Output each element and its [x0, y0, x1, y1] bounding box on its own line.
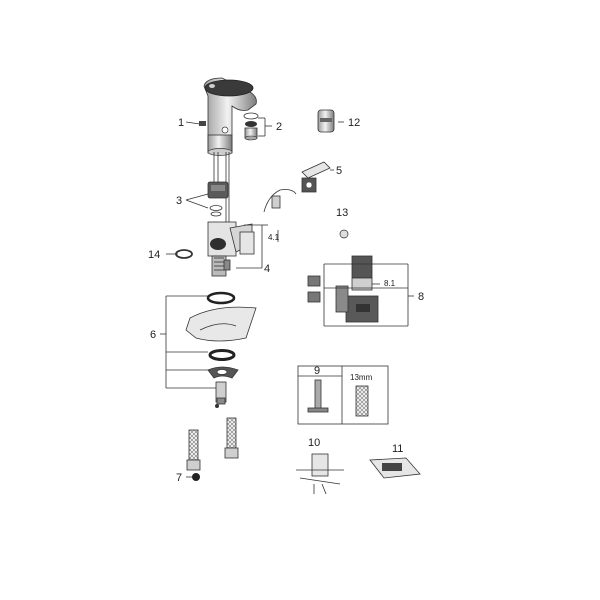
seal-ring — [175, 249, 193, 259]
aerator-key — [317, 109, 335, 133]
bypass-assembly — [239, 189, 297, 255]
callout-11: 11 — [392, 443, 403, 455]
tool-box-9 — [297, 365, 389, 425]
supply-hoses — [186, 404, 239, 481]
callout-12: 12 — [348, 117, 360, 129]
callout-13: 13 — [336, 207, 348, 219]
callout-9: 9 — [314, 365, 320, 377]
callout-4-1: 4.1 — [268, 233, 280, 242]
callout-lines — [160, 117, 344, 478]
connector-block — [207, 181, 229, 217]
mounting-base-parts — [185, 291, 257, 405]
sensor-cables — [213, 152, 230, 232]
callout-1: 1 — [178, 117, 184, 129]
callout-8: 8 — [418, 291, 424, 303]
callout-14: 14 — [148, 249, 160, 261]
callout-3: 3 — [176, 195, 182, 207]
callout-8-1: 8.1 — [384, 279, 396, 288]
callout-6: 6 — [150, 329, 156, 341]
small-screw — [339, 229, 349, 239]
wrench-size-label: 13mm — [350, 373, 373, 382]
callout-2: 2 — [276, 121, 282, 133]
mixing-lever-part — [301, 161, 331, 193]
remote-control — [369, 457, 421, 479]
callout-5: 5 — [336, 165, 342, 177]
screw — [199, 121, 206, 126]
control-box-group — [307, 255, 414, 327]
callout-7: 7 — [176, 472, 182, 484]
mounting-tool — [296, 453, 344, 495]
callout-4: 4 — [264, 263, 270, 275]
aerator-parts — [243, 112, 259, 141]
callout-labels: 1 2 3 4 4.1 5 6 7 8 8.1 9 13mm 10 11 12 … — [148, 117, 424, 484]
callout-10: 10 — [308, 437, 320, 449]
